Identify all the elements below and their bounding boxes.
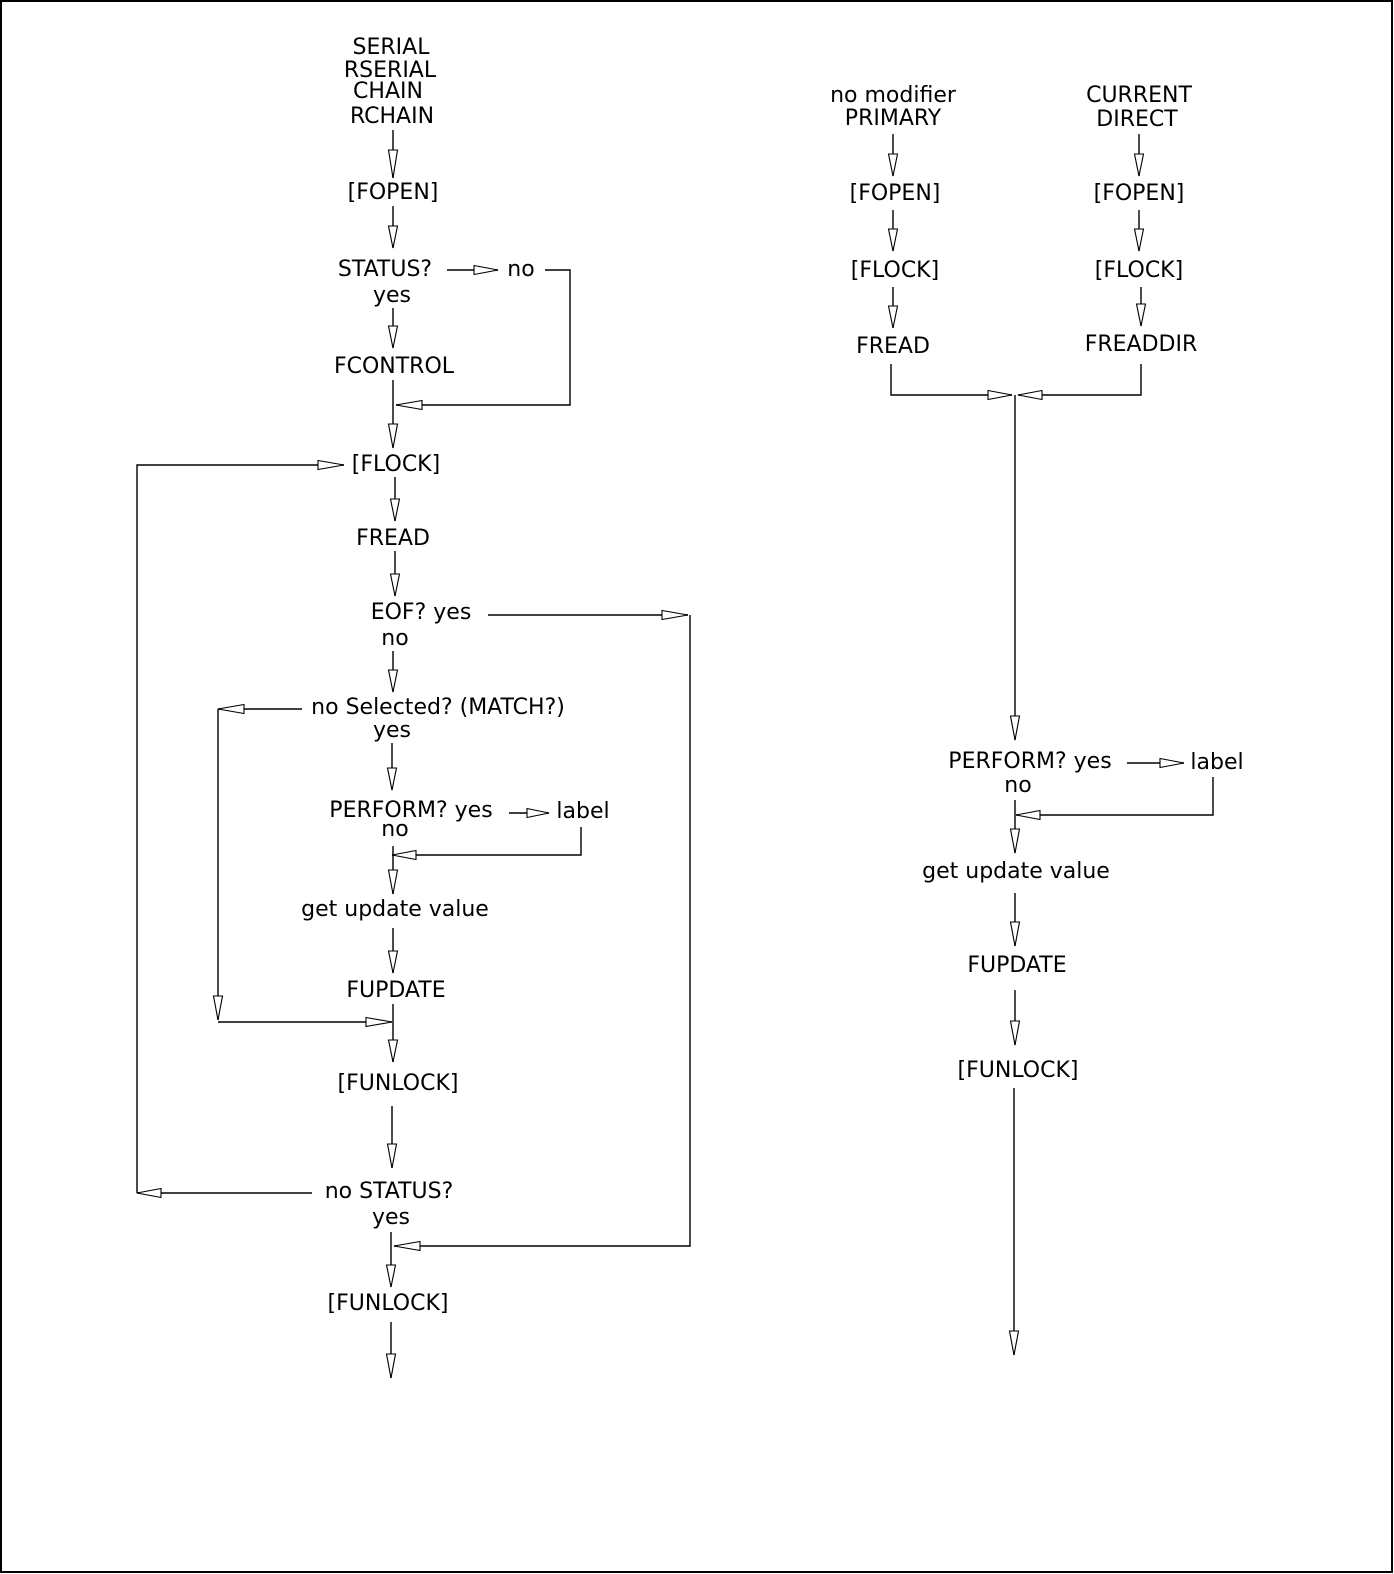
arrowhead [473,264,499,276]
arrowhead [887,228,899,252]
right-a-heading-no-modifier: no modifier [830,83,957,108]
arrowhead [317,459,345,471]
arrowhead [387,325,399,349]
arrowhead [1135,303,1147,327]
arrowhead [395,399,423,411]
arrowhead [385,1353,397,1379]
left-heading-rchain: RCHAIN [350,104,434,129]
right-connectors [887,134,1214,1356]
right-b-heading-direct: DIRECT [1096,107,1178,132]
left-fcontrol: FCONTROL [334,354,455,379]
arrowhead [987,389,1013,401]
left-get-update-value: get update value [301,897,489,922]
arrowhead [1008,1330,1020,1356]
arrowhead [887,153,899,177]
left-fread: FREAD [356,526,430,551]
arrowhead [365,1016,393,1028]
left-status-1-yes: yes [373,283,411,308]
left-heading-chain: CHAIN [353,79,423,104]
arrowhead [1009,715,1021,741]
arrowhead [887,305,899,329]
connector [1018,364,1142,396]
left-flow: SERIAL RSERIAL CHAIN RCHAIN [FOPEN] STAT… [301,35,609,1316]
connector [136,464,344,1193]
arrowhead [661,609,689,621]
arrowhead [526,807,550,819]
left-heading-rserial: RSERIAL [344,58,437,83]
left-fupdate: FUPDATE [346,978,445,1003]
right-get-update-value: get update value [922,859,1110,884]
arrowhead [386,767,398,791]
arrowhead [217,703,245,715]
left-flock: [FLOCK] [352,452,440,477]
arrowhead [136,1187,162,1199]
left-fopen: [FOPEN] [348,180,439,205]
right-funlock: [FUNLOCK] [958,1058,1079,1083]
connector [394,615,691,1247]
left-status-1: STATUS? [338,257,432,282]
arrowhead [212,995,224,1021]
connector [392,827,582,856]
arrowhead [389,573,401,597]
right-perform-label: label [1190,750,1243,775]
arrowhead [1009,1020,1021,1046]
arrowhead [393,1240,421,1252]
left-perform: PERFORM? yes [329,798,492,823]
right-flow: no modifier PRIMARY [FOPEN] [FLOCK] FREA… [830,83,1244,1083]
connector [396,269,571,406]
arrowhead [1009,828,1021,854]
right-perform-no: no [1004,773,1031,798]
left-funlock-1: [FUNLOCK] [338,1071,459,1096]
left-status-1-no: no [507,257,534,282]
connector [890,364,1012,396]
right-a-flock: [FLOCK] [851,258,939,283]
arrowhead [387,869,399,895]
left-eof: EOF? yes [371,600,472,625]
left-status-2-yes: yes [372,1205,410,1230]
right-a-fread: FREAD [856,334,930,359]
arrowhead [391,849,417,861]
right-a-fopen: [FOPEN] [850,181,941,206]
left-connectors [136,130,691,1379]
right-b-fopen: [FOPEN] [1094,181,1185,206]
left-status-2: no STATUS? [325,1179,454,1204]
arrowhead [389,498,401,522]
arrowhead [1133,153,1145,177]
arrowhead [387,149,399,179]
left-perform-no: no [381,817,408,842]
connector [1016,777,1214,816]
left-perform-label: label [556,799,609,824]
arrowhead [387,669,399,693]
right-b-heading-current: CURRENT [1086,83,1192,108]
right-perform: PERFORM? yes [948,749,1111,774]
arrowhead [385,1264,397,1288]
arrowhead [1017,389,1043,401]
arrowhead [387,423,399,449]
left-selected-yes: yes [373,718,411,743]
left-funlock-2: [FUNLOCK] [328,1291,449,1316]
left-selected: no Selected? (MATCH?) [311,695,565,720]
arrowhead [1015,809,1041,821]
left-eof-no: no [381,626,408,651]
arrowhead [387,225,399,249]
right-b-freaddir: FREADDIR [1085,332,1198,357]
right-b-flock: [FLOCK] [1095,258,1183,283]
arrowhead [1009,921,1021,947]
left-heading-serial: SERIAL [353,35,431,60]
right-fupdate: FUPDATE [967,953,1066,978]
right-a-heading-primary: PRIMARY [845,106,942,131]
arrowhead [1133,228,1145,252]
arrowhead [1159,757,1185,769]
arrowhead [387,950,399,974]
arrowhead [387,1039,399,1063]
arrowhead [386,1143,398,1169]
